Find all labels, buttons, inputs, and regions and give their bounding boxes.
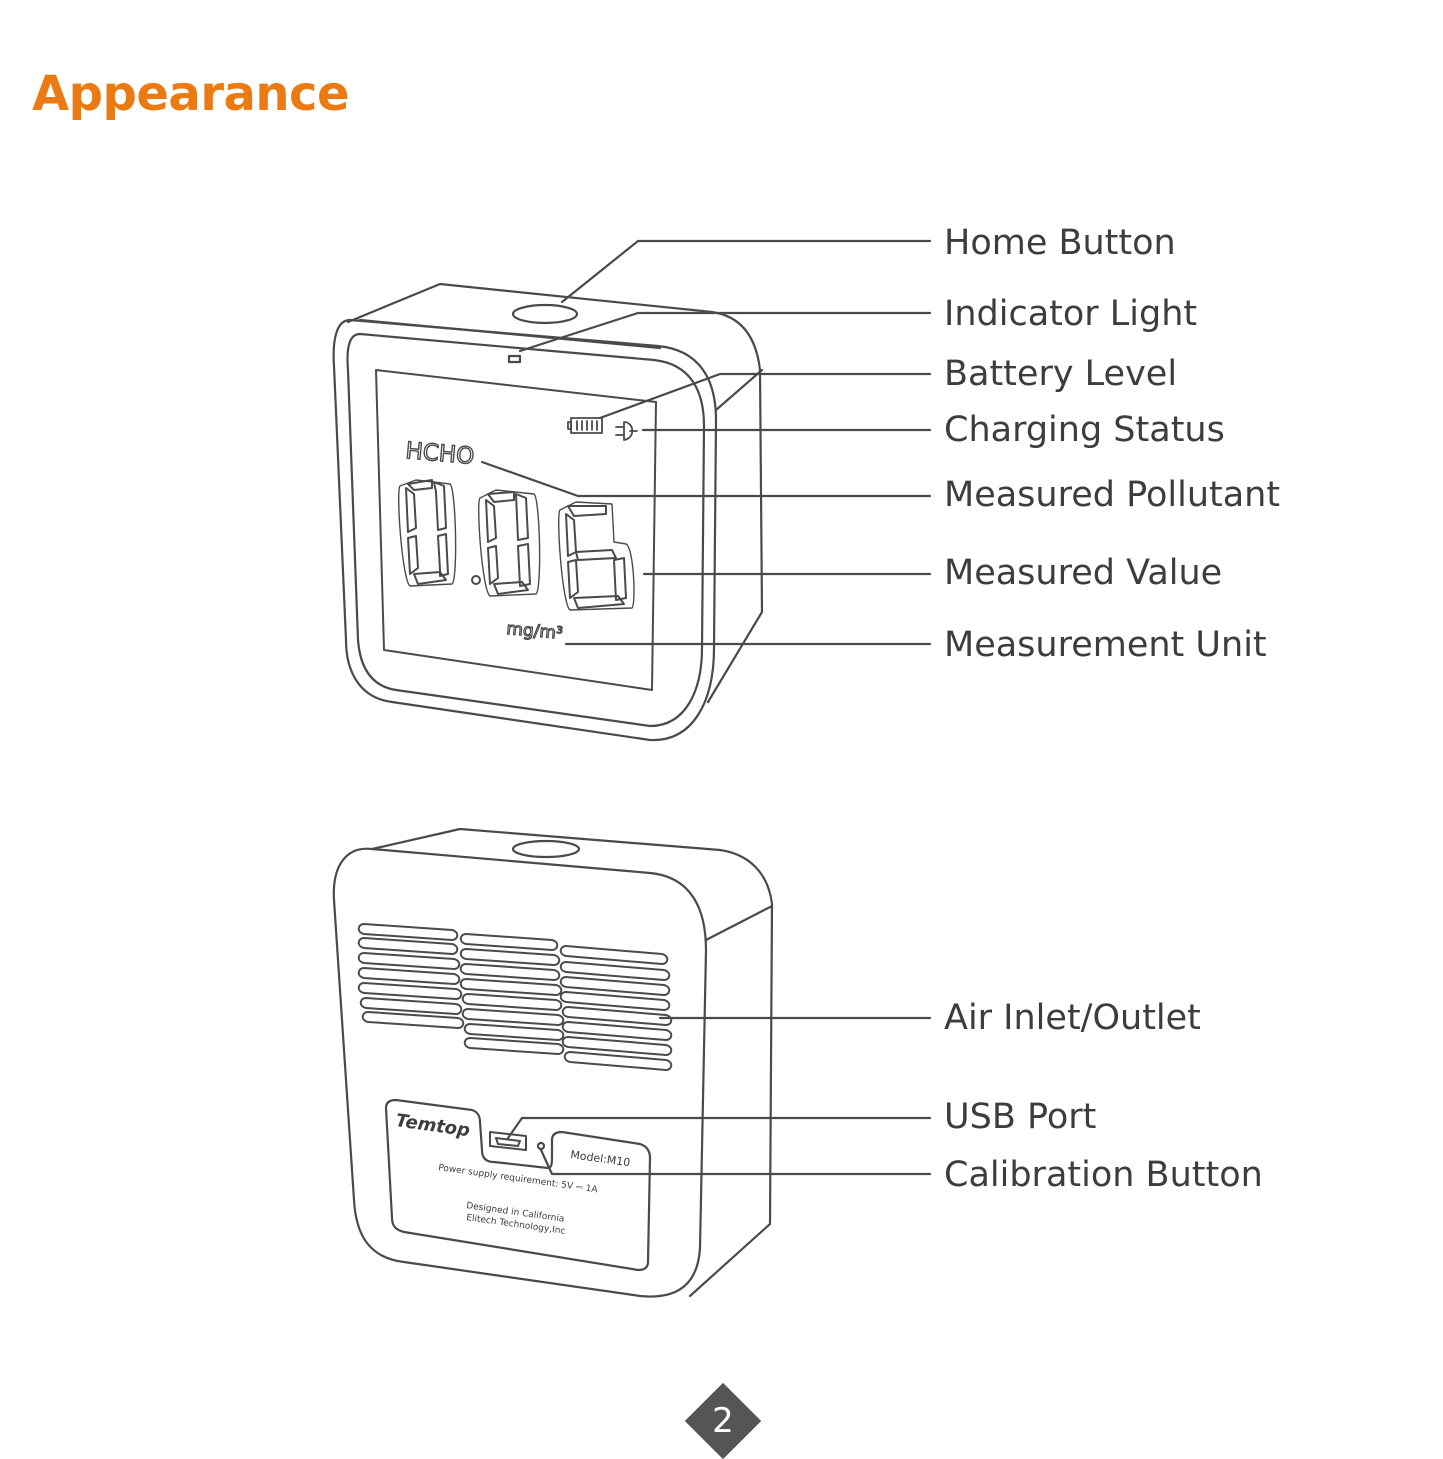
back-home-button [513, 841, 579, 857]
callout-calibration-button: Calibration Button [944, 1158, 1263, 1193]
model-text: Model:M10 [570, 1148, 631, 1169]
callout-measurement-unit: Measurement Unit [944, 628, 1267, 663]
air-vent-slots [359, 924, 672, 1070]
vent-column-middle [461, 934, 564, 1054]
front-leader-lines [482, 241, 930, 644]
display-unit: mg/m³ [506, 619, 564, 644]
callout-measured-pollutant: Measured Pollutant [944, 478, 1280, 513]
battery-icon [568, 418, 602, 433]
callout-indicator-light: Indicator Light [944, 297, 1197, 332]
callout-measured-value: Measured Value [944, 556, 1222, 591]
seven-segment-digits [399, 480, 634, 610]
usb-port [490, 1132, 526, 1150]
callout-charging-status: Charging Status [944, 413, 1225, 448]
page-number: 2 [686, 1398, 760, 1444]
callout-home-button: Home Button [944, 226, 1176, 261]
indicator-light [509, 356, 520, 362]
vent-column-left [359, 924, 464, 1028]
calibration-button [538, 1143, 544, 1149]
callout-air-inlet-outlet: Air Inlet/Outlet [944, 1001, 1201, 1036]
display-pollutant: HCHO [404, 438, 475, 470]
power-requirement-text: Power supply requirement: 5V ⎓ 1A [438, 1163, 599, 1195]
vent-column-right [561, 946, 672, 1070]
home-button[interactable] [513, 305, 577, 323]
callout-battery-level: Battery Level [944, 357, 1177, 392]
callout-usb-port: USB Port [944, 1100, 1096, 1135]
front-device-illustration: HCHO mg/m³ [334, 284, 762, 740]
brand-logo-text: Temtop [394, 1110, 471, 1141]
plug-icon [616, 422, 637, 440]
